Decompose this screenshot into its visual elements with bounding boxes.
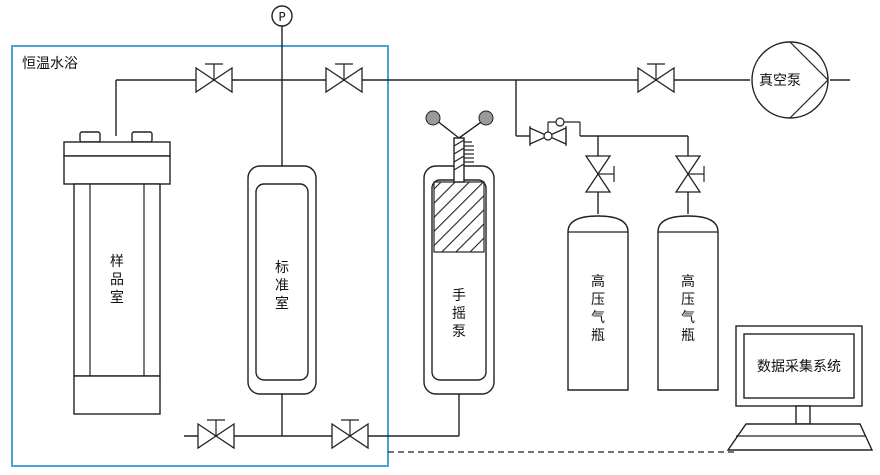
gas-cylinder-1 — [567, 215, 629, 391]
label-char: 泵 — [452, 324, 466, 340]
label-char: 样 — [110, 254, 124, 270]
sample-chamber-label: 样品室 — [110, 254, 124, 306]
gas-cylinder-2-label: 高压气瓶 — [681, 273, 695, 344]
label-char: 气 — [591, 310, 605, 326]
label-char: 室 — [110, 289, 124, 306]
vacuum-pump-label: 真空泵 — [759, 73, 801, 89]
gas-cylinder-1-label: 高压气瓶 — [591, 273, 605, 344]
water-bath-label: 恒温水浴 — [22, 56, 78, 72]
label-char: 品 — [110, 272, 124, 288]
valve-top-left — [195, 63, 233, 94]
valve-bottom-left — [197, 419, 235, 450]
label-char: 手 — [452, 288, 466, 304]
label-char: 高 — [591, 273, 605, 290]
valve-cylinder-1 — [584, 155, 615, 193]
regulator-valve — [529, 117, 581, 146]
hand-pump-label: 手摇泵 — [452, 288, 466, 340]
label-char: 压 — [681, 292, 695, 308]
pressure-gauge: P — [271, 5, 293, 27]
label-char: 压 — [591, 292, 605, 308]
label-char: 瓶 — [591, 328, 605, 344]
sample-chamber — [63, 131, 171, 415]
label-char: 高 — [681, 273, 695, 290]
data-system-label: 数据采集系统 — [757, 358, 841, 375]
pump-knob-left — [425, 110, 441, 126]
pump-knob-right — [478, 110, 494, 126]
label-char: 标 — [275, 260, 289, 276]
gas-cylinder-2 — [657, 215, 719, 391]
label-char: 气 — [681, 310, 695, 326]
water-bath-border — [11, 45, 389, 467]
standard-chamber-label: 标准室 — [275, 260, 289, 312]
data-acquisition-computer: 数据采集系统 — [726, 325, 874, 451]
hand-pump — [423, 110, 495, 395]
pressure-gauge-label: P — [278, 10, 285, 24]
vacuum-pump: 真空泵 — [751, 41, 829, 119]
label-char: 摇 — [452, 306, 466, 322]
label-char: 室 — [275, 295, 289, 312]
valve-cylinder-2 — [674, 155, 705, 193]
label-char: 瓶 — [681, 328, 695, 344]
valve-vacuum-line — [637, 63, 675, 94]
valve-bottom-right — [331, 419, 369, 450]
gas-branch-pipeline — [515, 80, 689, 214]
label-char: 准 — [275, 278, 289, 294]
valve-top-right — [325, 63, 363, 94]
